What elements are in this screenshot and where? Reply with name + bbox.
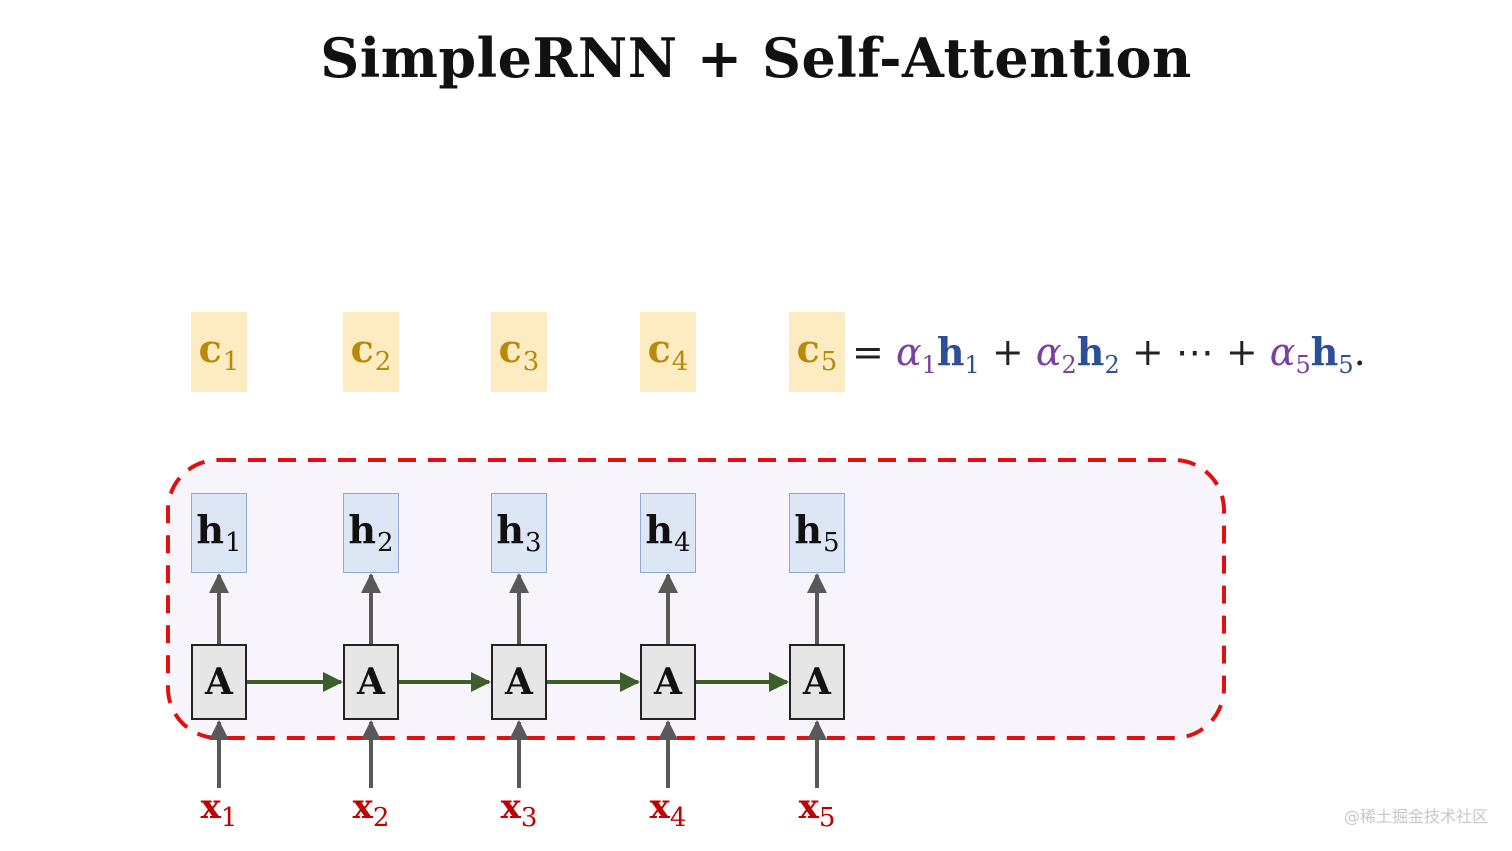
h-label-3: h3 bbox=[496, 506, 542, 558]
input-label-x3: x3 bbox=[500, 787, 538, 833]
hidden-state-box-h1: h1 bbox=[191, 493, 247, 573]
input-label-x5: x5 bbox=[798, 787, 836, 833]
hidden-state-box-h2: h2 bbox=[343, 493, 399, 573]
h-2: h2 bbox=[1076, 329, 1120, 379]
hidden-state-box-h5: h5 bbox=[789, 493, 845, 573]
context-vector-box-c5: c5 bbox=[789, 312, 845, 392]
rnn-cell-3: A bbox=[491, 644, 547, 720]
watermark: @稀土掘金技术社区 bbox=[1343, 807, 1488, 826]
context-vector-box-c2: c2 bbox=[343, 312, 399, 392]
arrows-group bbox=[209, 573, 827, 788]
input-label-x1: x1 bbox=[200, 787, 238, 833]
context-vector-box-c3: c3 bbox=[491, 312, 547, 392]
rnn-cell-4: A bbox=[640, 644, 696, 720]
rnn-cell-1: A bbox=[191, 644, 247, 720]
h-1: h1 bbox=[936, 329, 980, 379]
ellipsis: ⋯ bbox=[1175, 330, 1214, 374]
rnn-region-dashed-box bbox=[166, 458, 1226, 740]
c-label-4: c4 bbox=[647, 325, 689, 377]
plus-1: + bbox=[991, 330, 1024, 374]
c-label-5: c5 bbox=[796, 325, 838, 377]
context-vector-box-c4: c4 bbox=[640, 312, 696, 392]
h-label-5: h5 bbox=[794, 506, 840, 558]
hidden-state-box-h3: h3 bbox=[491, 493, 547, 573]
c-label-1: c1 bbox=[198, 325, 240, 377]
eq-sign: = bbox=[852, 330, 884, 374]
plus-3: + bbox=[1225, 330, 1258, 374]
diagram-title: SimpleRNN + Self-Attention bbox=[320, 26, 1192, 90]
h-label-1: h1 bbox=[196, 506, 242, 558]
rnn-cell-2: A bbox=[343, 644, 399, 720]
input-label-x4: x4 bbox=[649, 787, 687, 833]
h-label-2: h2 bbox=[348, 506, 394, 558]
alpha-1: α1 bbox=[895, 330, 937, 379]
context-vector-box-c1: c1 bbox=[191, 312, 247, 392]
h-5: h5 bbox=[1310, 329, 1354, 379]
attention-equation: = α1h1 + α2h2 + ⋯ + α5h5. bbox=[852, 328, 1366, 389]
period: . bbox=[1353, 330, 1366, 374]
alpha-5: α5 bbox=[1269, 330, 1311, 379]
rnn-cell-5: A bbox=[789, 644, 845, 720]
c-label-2: c2 bbox=[350, 325, 392, 377]
input-label-x2: x2 bbox=[352, 787, 390, 833]
hidden-state-box-h4: h4 bbox=[640, 493, 696, 573]
alpha-2: α2 bbox=[1035, 330, 1077, 379]
plus-2: + bbox=[1131, 330, 1164, 374]
h-label-4: h4 bbox=[645, 506, 691, 558]
c-label-3: c3 bbox=[498, 325, 540, 377]
